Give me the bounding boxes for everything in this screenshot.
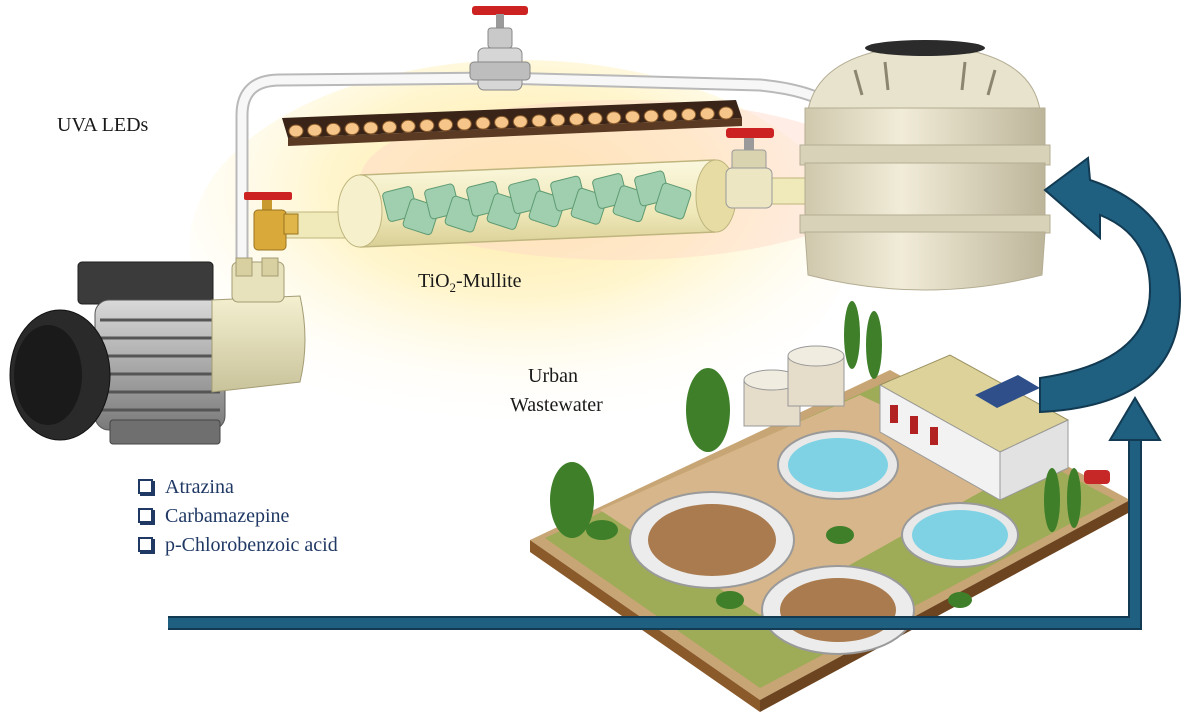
checkbox-icon bbox=[138, 479, 153, 494]
led-icon bbox=[550, 113, 566, 127]
led-icon bbox=[587, 111, 603, 125]
led-icon bbox=[419, 119, 435, 133]
aeration-tank-top bbox=[777, 430, 899, 500]
led-icon bbox=[512, 115, 528, 129]
tio2-catalyst-pieces bbox=[382, 170, 692, 236]
trees bbox=[550, 301, 1081, 609]
tio2-label-rest: -Mullite bbox=[456, 270, 522, 292]
led-icon bbox=[475, 116, 491, 130]
pollutant-item: Atrazina bbox=[138, 473, 338, 502]
top-valve[interactable] bbox=[469, 6, 531, 91]
urban-label-line2: Wastewater bbox=[510, 394, 603, 416]
uva-leds-label: UVA LEDs bbox=[57, 114, 149, 136]
led-icon bbox=[456, 117, 472, 131]
aeration-tank-right bbox=[901, 502, 1019, 568]
led-icon bbox=[531, 114, 547, 128]
pollutant-name: p-Chlorobenzoic acid bbox=[165, 534, 338, 556]
led-icon bbox=[344, 122, 360, 136]
pollutant-list: Atrazina Carbamazepine p-Chlorobenzoic a… bbox=[138, 473, 338, 560]
led-icon bbox=[662, 108, 678, 122]
led-icon bbox=[718, 106, 734, 120]
storage-tank bbox=[799, 40, 1051, 291]
pollutant-item: p-Chlorobenzoic acid bbox=[138, 531, 338, 560]
led-icon bbox=[625, 110, 641, 124]
outlet-valve[interactable] bbox=[725, 128, 774, 209]
catalyst-piece bbox=[654, 182, 692, 220]
clarifier-left bbox=[629, 491, 795, 589]
uva-led-bar bbox=[282, 100, 742, 146]
led-icon bbox=[288, 124, 304, 138]
inlet-valve[interactable] bbox=[244, 192, 299, 251]
checkbox-icon bbox=[138, 508, 153, 523]
led-icon bbox=[681, 108, 697, 122]
led-icon bbox=[438, 118, 454, 132]
checkbox-icon bbox=[138, 537, 153, 552]
led-icon bbox=[307, 123, 323, 137]
urban-label-line1: Urban bbox=[528, 365, 578, 387]
pollutant-name: Atrazina bbox=[165, 476, 234, 498]
flow-path bbox=[168, 440, 1142, 630]
tio2-label-subscript: 2 bbox=[449, 280, 457, 295]
tio2-mullite-label: TiO2-Mullite bbox=[418, 269, 522, 296]
led-icon bbox=[325, 122, 341, 136]
led-icon bbox=[699, 107, 715, 121]
pollutant-name: Carbamazepine bbox=[165, 505, 290, 527]
led-icon bbox=[568, 112, 584, 126]
led-icon bbox=[606, 111, 622, 125]
led-icon bbox=[400, 119, 416, 133]
led-icon bbox=[363, 121, 379, 135]
control-building bbox=[878, 354, 1070, 501]
tio2-label-main: TiO bbox=[418, 270, 450, 292]
car bbox=[1084, 470, 1110, 484]
pump-motor bbox=[9, 257, 306, 445]
led-icon bbox=[643, 109, 659, 123]
flow-arrow-up-head bbox=[1108, 396, 1162, 441]
clarifier-bottom bbox=[761, 565, 915, 655]
return-arrow bbox=[1039, 156, 1182, 414]
led-icon bbox=[494, 115, 510, 129]
led-icon bbox=[381, 120, 397, 134]
pollutant-item: Carbamazepine bbox=[138, 502, 338, 531]
digester-tanks bbox=[743, 345, 845, 427]
